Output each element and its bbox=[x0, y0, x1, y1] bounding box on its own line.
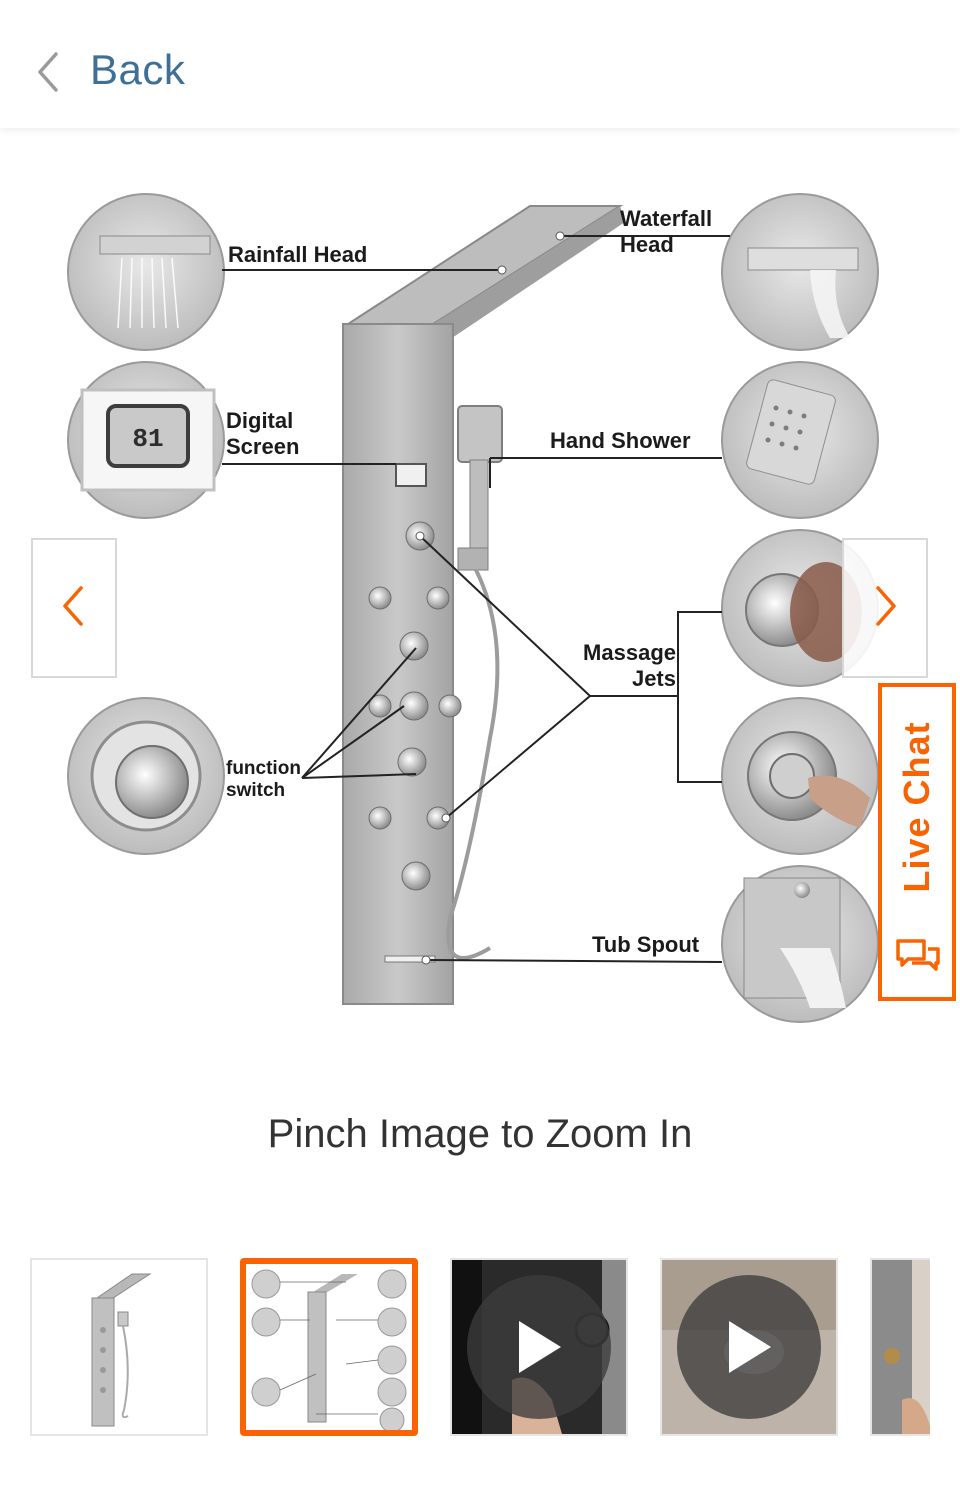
thumbnail-3-video[interactable] bbox=[450, 1258, 628, 1436]
back-label: Back bbox=[90, 46, 186, 93]
thumbnail-2-selected[interactable] bbox=[240, 1258, 418, 1436]
thumbnail-4-video[interactable] bbox=[660, 1258, 838, 1436]
chevron-left-icon bbox=[59, 584, 89, 633]
chevron-right-icon bbox=[870, 584, 900, 633]
back-button[interactable]: Back bbox=[30, 40, 230, 100]
leader-lines bbox=[222, 235, 730, 963]
live-chat-button[interactable]: Live Chat bbox=[878, 683, 956, 1001]
detail-circle-function-switch bbox=[67, 697, 225, 855]
screen-readout: 81 bbox=[132, 424, 163, 454]
chat-bubbles-icon bbox=[894, 935, 942, 983]
callout-waterfall-head-line1: Waterfall bbox=[620, 206, 712, 231]
zoom-hint: Pinch Image to Zoom In bbox=[267, 1112, 693, 1156]
detail-circle-hand-shower bbox=[721, 361, 879, 519]
callout-waterfall-head-line2: Head bbox=[620, 232, 674, 257]
live-chat-label: Live Chat bbox=[896, 721, 937, 893]
callout-function-switch-line2: switch bbox=[226, 780, 285, 801]
callout-digital-screen-line2: Screen bbox=[226, 434, 299, 459]
detail-circle-massage-jet-2 bbox=[721, 697, 879, 855]
thumbnail-1[interactable] bbox=[30, 1258, 208, 1436]
thumbnail-strip bbox=[30, 1258, 930, 1436]
shower-panel bbox=[341, 205, 625, 1005]
play-icon[interactable] bbox=[677, 1275, 821, 1419]
play-icon[interactable] bbox=[467, 1275, 611, 1419]
main-product-image[interactable]: 81 bbox=[40, 178, 920, 1038]
callout-digital-screen-line1: Digital bbox=[226, 408, 293, 433]
callout-massage-jets-line2: Jets bbox=[632, 666, 676, 691]
detail-circle-digital-screen: 81 bbox=[67, 361, 225, 519]
detail-circle-rainfall bbox=[67, 193, 225, 351]
chevron-left-icon bbox=[30, 40, 66, 100]
callout-massage-jets-line1: Massage bbox=[583, 640, 676, 665]
next-image-button[interactable] bbox=[842, 538, 928, 678]
detail-circle-tub-spout bbox=[721, 865, 879, 1023]
callout-rainfall-head: Rainfall Head bbox=[228, 242, 367, 267]
thumbnail-5[interactable] bbox=[870, 1258, 930, 1436]
detail-circle-waterfall bbox=[721, 193, 879, 351]
callout-tub-spout: Tub Spout bbox=[592, 932, 700, 957]
previous-image-button[interactable] bbox=[31, 538, 117, 678]
callout-function-switch-line1: function bbox=[226, 758, 301, 779]
top-bar: Back bbox=[0, 0, 960, 128]
callout-hand-shower: Hand Shower bbox=[550, 428, 691, 453]
product-image-gallery: 81 bbox=[0, 128, 960, 1068]
hand-shower bbox=[446, 405, 503, 960]
